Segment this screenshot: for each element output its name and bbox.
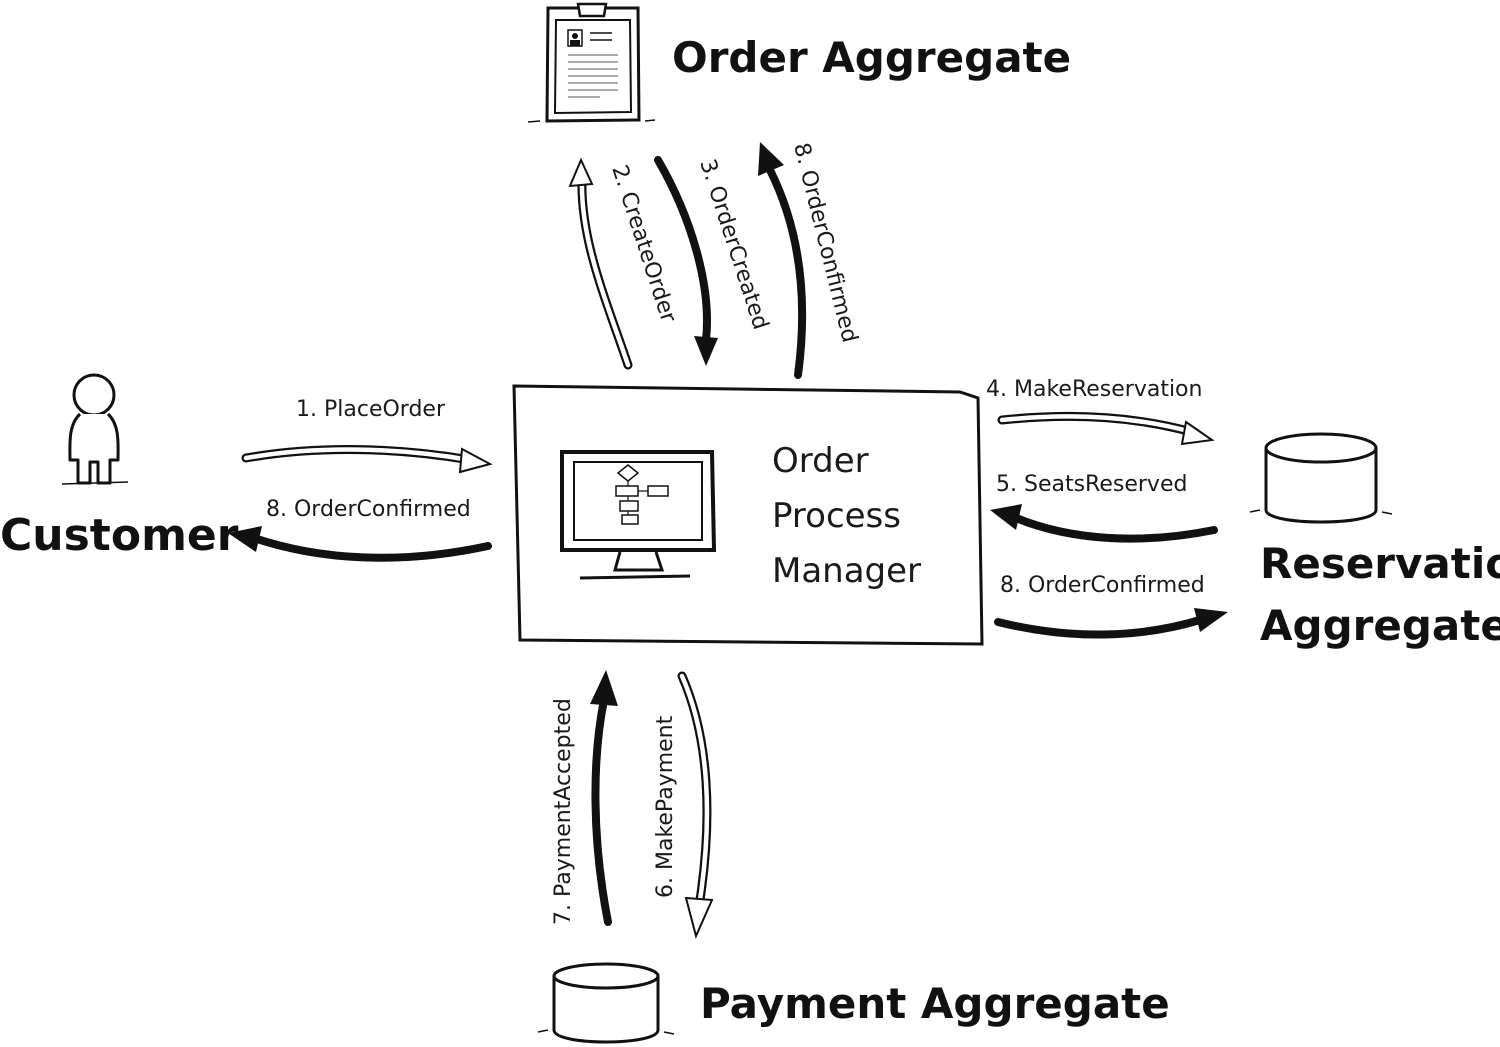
make-reservation-label: 4. MakeReservation xyxy=(986,377,1202,402)
order-confirmed-reservation-arrow xyxy=(994,608,1228,639)
reservation-database-icon xyxy=(1249,432,1393,524)
monitor-flowchart-icon xyxy=(560,450,717,580)
create-order-arrow xyxy=(568,157,633,370)
make-reservation-arrow xyxy=(997,411,1215,446)
place-order-label: 1. PlaceOrder xyxy=(296,397,446,422)
make-payment-label: 6. MakePayment xyxy=(653,715,678,898)
customer-label: Customer xyxy=(0,510,239,561)
process-manager-label-3: Manager xyxy=(772,551,921,591)
order-aggregate-label: Order Aggregate xyxy=(672,33,1071,82)
order-confirmed-order-arrow xyxy=(758,142,807,379)
order-confirmed-customer-label: 8. OrderConfirmed xyxy=(266,497,471,522)
reservation-aggregate-label-1: Reservation xyxy=(1260,539,1500,588)
process-manager-label-2: Process xyxy=(772,496,901,536)
payment-accepted-arrow xyxy=(590,670,618,926)
seats-reserved-arrow xyxy=(990,504,1218,543)
process-manager-label-1: Order xyxy=(772,441,869,481)
make-payment-arrow xyxy=(677,671,714,940)
person-icon xyxy=(61,373,129,485)
clipboard-icon xyxy=(527,2,656,123)
payment-accepted-label: 7. PaymentAccepted xyxy=(551,698,576,925)
place-order-arrow xyxy=(241,445,493,474)
payment-aggregate-label: Payment Aggregate xyxy=(700,979,1170,1028)
reservation-aggregate-label-2: Aggregate xyxy=(1260,601,1500,650)
order-created-arrow xyxy=(654,156,718,366)
order-confirmed-reservation-label: 8. OrderConfirmed xyxy=(1000,573,1205,598)
order-confirmed-customer-arrow xyxy=(228,526,492,562)
seats-reserved-label: 5. SeatsReserved xyxy=(996,472,1187,497)
payment-database-icon xyxy=(537,962,675,1044)
